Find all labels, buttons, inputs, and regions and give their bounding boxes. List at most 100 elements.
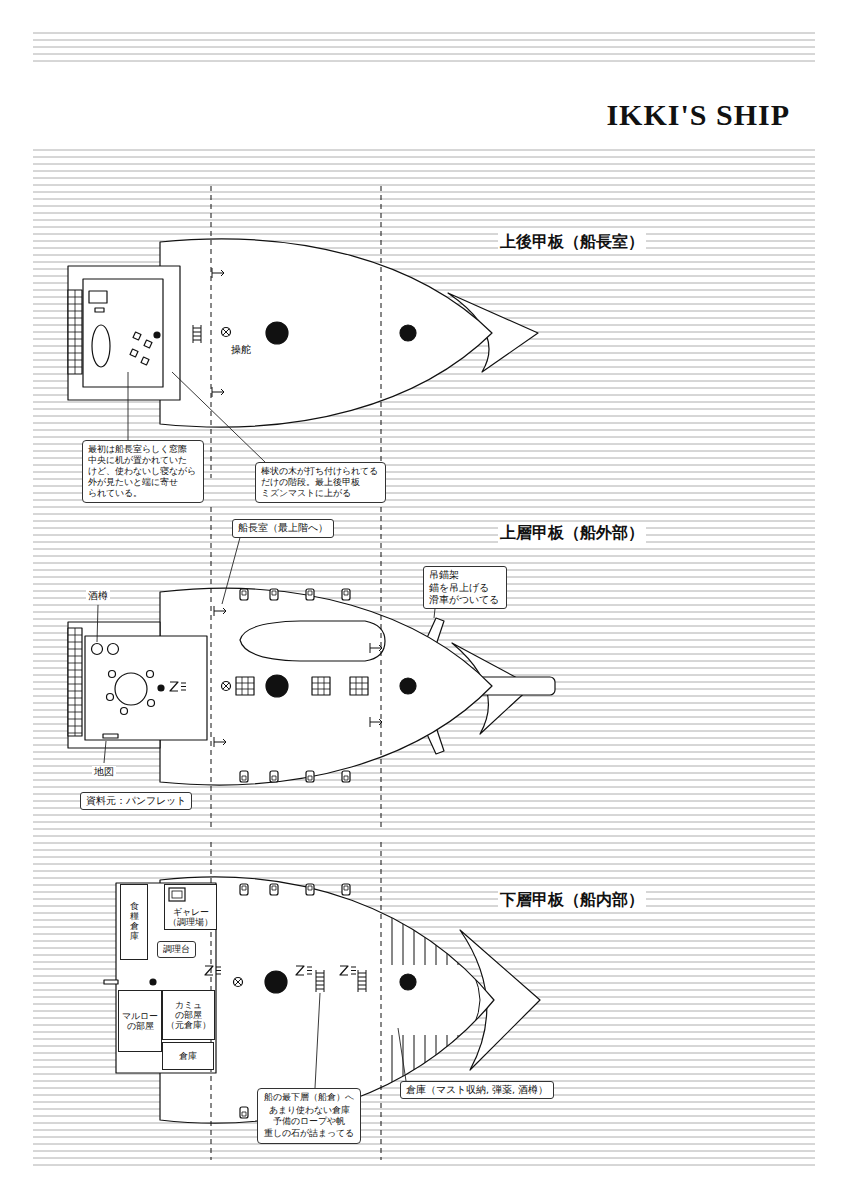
ladder (358, 970, 366, 992)
cannon (306, 589, 314, 600)
cannon (306, 884, 314, 895)
deck-heading-holder: 上層甲板（船外部） (498, 523, 646, 543)
upper-rear-deck-plan (68, 239, 538, 427)
ruled-line (33, 199, 815, 200)
dashed-divider (381, 186, 382, 478)
ruled-line (33, 437, 815, 438)
cannon-barrel (242, 776, 246, 780)
stove-body (169, 888, 185, 901)
ruled-line (33, 220, 815, 221)
main-mast (266, 675, 288, 697)
cannon-barrel (308, 776, 312, 780)
room: 食糧倉庫 (120, 884, 148, 960)
leader-line (434, 609, 435, 618)
part-label-holder: 操舵 (229, 344, 253, 357)
stool (130, 349, 138, 357)
box-text: 資料元：パンフレット (86, 795, 186, 807)
ruled-line (33, 878, 815, 879)
ruled-line (33, 1165, 815, 1166)
chair (95, 308, 104, 312)
ruled-line (33, 248, 815, 249)
source-box: 資料元：パンフレット (80, 792, 192, 810)
main-mast (265, 971, 287, 993)
dashed-divider (381, 842, 382, 1160)
deck-heading: 上層甲板（船外部） (500, 523, 644, 543)
ruled-line (33, 829, 815, 830)
helm-cross (223, 683, 229, 689)
grate-grid (236, 677, 254, 695)
mizzen-mast (158, 685, 164, 691)
box-text: カミュ の部屋 （元倉庫） (165, 1000, 212, 1031)
callout-box: 最初は船長室らしく窓際 中央に机が置かれていた けど、使わないし寝ながら 外が見… (82, 440, 204, 503)
ruled-line (33, 759, 815, 760)
cannon-barrel (308, 591, 312, 595)
box-text: ギャレー （調理場） (167, 907, 214, 927)
ruled-line (33, 1137, 815, 1138)
cannon (270, 771, 278, 782)
section-lines (211, 186, 381, 1160)
deck-heading-holder: 上後甲板（船長室） (498, 232, 646, 252)
box-text: 船長室（最上階へ） (238, 522, 328, 535)
cannon (240, 884, 248, 895)
window-grid (68, 290, 82, 374)
ruled-line (33, 227, 815, 228)
stove (168, 887, 188, 903)
ruled-line (33, 213, 815, 214)
ruled-line (33, 773, 815, 774)
helm-wheel (222, 682, 231, 691)
stair-arrow (370, 717, 382, 727)
stair-symbol (205, 966, 221, 975)
ruled-line (33, 164, 815, 165)
ruled-line (33, 766, 815, 767)
door-plank (104, 980, 118, 984)
ruled-line (33, 507, 815, 508)
ruled-line (33, 1151, 815, 1152)
ruled-line (33, 185, 815, 186)
fore-mast (400, 678, 416, 694)
stern-window (68, 628, 82, 736)
cannon-barrel (272, 591, 276, 595)
stool (144, 340, 152, 348)
stair-symbol (170, 682, 186, 691)
ruled-line (33, 822, 815, 823)
part-label: 酒樽 (88, 590, 108, 602)
ruled-line (33, 1116, 815, 1117)
ruled-line (33, 150, 815, 151)
ruled-line (33, 409, 815, 410)
box-text: 倉庫 (179, 1051, 197, 1061)
chair (109, 671, 116, 678)
ruled-line (33, 850, 815, 851)
upper-deck-plan (68, 588, 555, 785)
box-text: 棒状の木が打ち付けられてる だけの階段。最上後甲板 ミズンマストに上がる (261, 466, 380, 499)
hatch-grate (236, 677, 254, 695)
ruled-line (33, 1144, 815, 1145)
barrel (92, 644, 103, 655)
cabin-room (85, 636, 207, 740)
ruled-line (33, 1102, 815, 1103)
ruled-line (33, 61, 815, 62)
label-box: 倉庫（マスト収納, 弾薬, 酒樽） (400, 1081, 554, 1099)
ruled-line (33, 780, 815, 781)
ruled-line (33, 1123, 815, 1124)
cannon (342, 884, 350, 895)
cannon-barrel (272, 776, 276, 780)
stove-top (172, 891, 182, 898)
ruled-line (33, 556, 815, 557)
ruled-line (33, 864, 815, 865)
cannon (270, 884, 278, 895)
room: 倉庫 (162, 1042, 214, 1070)
part-label: 操舵 (231, 344, 251, 357)
box-text: 最初は船長室らしく窓際 中央に机が置かれていた けど、使わないし寝ながら 外が見… (88, 444, 198, 499)
part-label-holder: 酒樽 (86, 590, 110, 602)
desk (89, 291, 107, 303)
stair-arrow (214, 737, 226, 747)
cabin (68, 266, 180, 400)
dashed-divider (381, 507, 382, 828)
stair-arrow (370, 643, 382, 653)
deck-heading: 下層甲板（船内部） (500, 890, 644, 910)
box-heading: 船の最下層（船倉）へ (263, 1092, 355, 1104)
cannon (240, 771, 248, 782)
stair-arrow (212, 268, 224, 278)
stair-arrow (214, 606, 226, 616)
